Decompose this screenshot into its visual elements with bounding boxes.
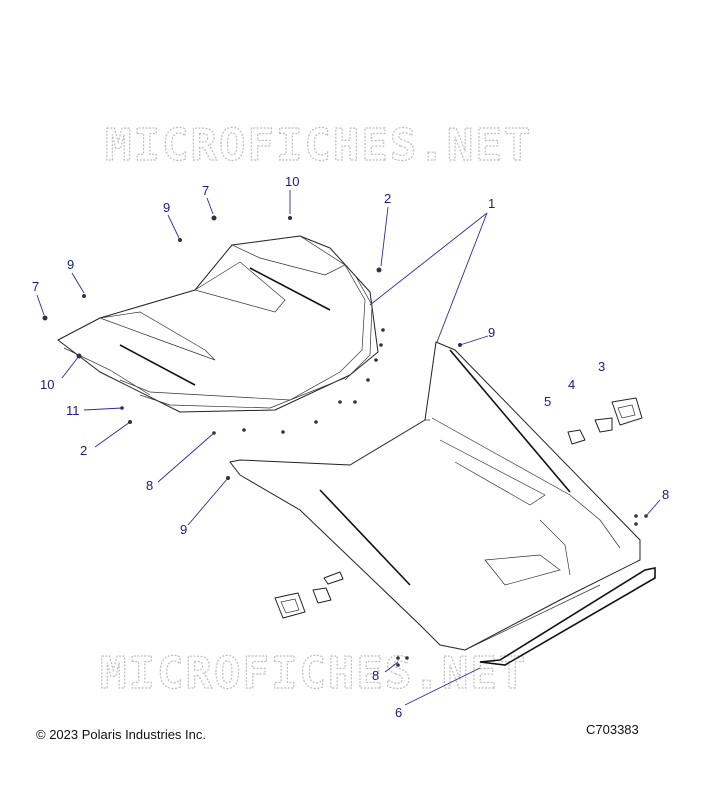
outer-hood-panel bbox=[229, 341, 641, 651]
watermark-top: MICROFICHES.NET bbox=[105, 120, 532, 171]
callout-8-right: 8 bbox=[662, 487, 669, 502]
watermark-bottom: MICROFICHES.NET bbox=[100, 648, 527, 699]
callout-10-top: 10 bbox=[285, 174, 299, 189]
callout-numbers: 1 2 2 3 4 5 6 7 7 8 8 8 9 9 9 9 10 10 11 bbox=[32, 174, 669, 720]
callout-4: 4 bbox=[568, 377, 575, 392]
callout-3: 3 bbox=[598, 359, 605, 374]
callout-7-left: 7 bbox=[32, 279, 39, 294]
callout-8-left: 8 bbox=[146, 478, 153, 493]
callout-10-left: 10 bbox=[40, 377, 54, 392]
leader-lines bbox=[61, 212, 661, 706]
callout-2-left: 2 bbox=[80, 443, 87, 458]
latch-parts bbox=[274, 397, 643, 619]
callout-8-bottom: 8 bbox=[372, 668, 379, 683]
inner-hood-panel bbox=[57, 235, 379, 413]
fasteners bbox=[42, 215, 648, 667]
copyright-text: © 2023 Polaris Industries Inc. bbox=[36, 727, 206, 742]
diagram-code: C703383 bbox=[586, 722, 639, 737]
callout-9-left: 9 bbox=[67, 257, 74, 272]
leader-lines-top bbox=[36, 190, 389, 316]
callout-1: 1 bbox=[488, 196, 495, 211]
callout-9-bottom: 9 bbox=[180, 522, 187, 537]
callout-6: 6 bbox=[395, 705, 402, 720]
callout-11: 11 bbox=[66, 403, 80, 418]
callout-9-top: 9 bbox=[163, 200, 170, 215]
callout-9-right: 9 bbox=[488, 325, 495, 340]
callout-2-top: 2 bbox=[384, 191, 391, 206]
hood-seal-strip bbox=[479, 567, 656, 666]
callout-7-top: 7 bbox=[202, 183, 209, 198]
callout-5: 5 bbox=[544, 394, 551, 409]
